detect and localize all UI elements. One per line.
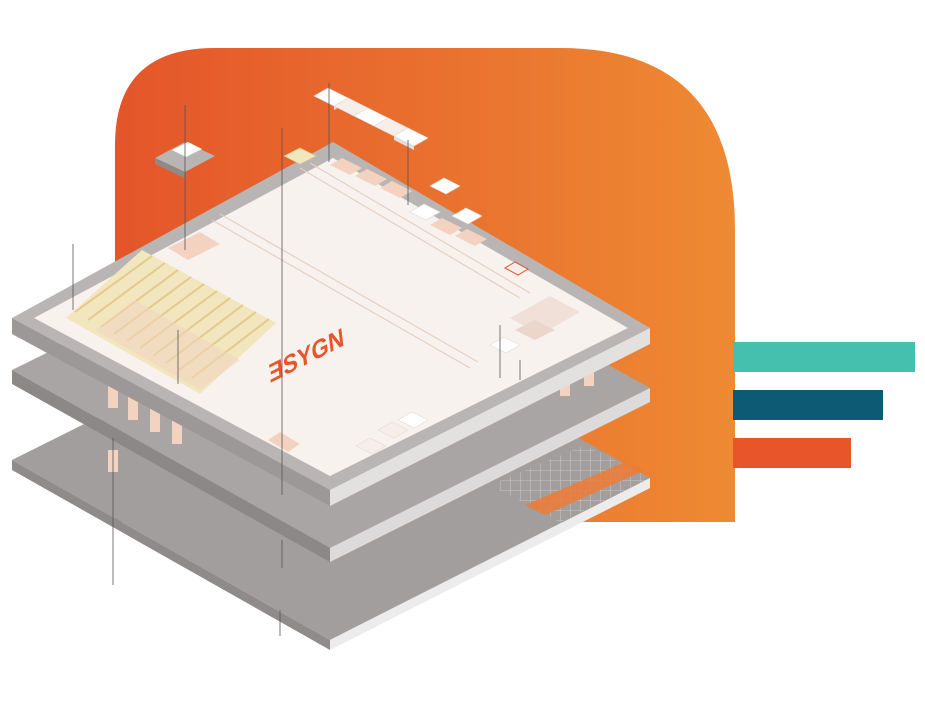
board-marker [503, 261, 530, 276]
guide-lines [72, 83, 521, 636]
floating-chips-small [283, 147, 521, 455]
floating-chip-row [313, 87, 429, 150]
accent-bar-orange [733, 438, 851, 468]
accent-bar-teal [733, 342, 915, 372]
board-pads [168, 158, 580, 452]
top-board: ƎSYGN [12, 142, 650, 506]
accent-bar-navy [733, 390, 883, 420]
board-surface [34, 158, 628, 476]
gold-pin-array [66, 250, 276, 394]
bottom-grid-pattern [490, 445, 650, 522]
